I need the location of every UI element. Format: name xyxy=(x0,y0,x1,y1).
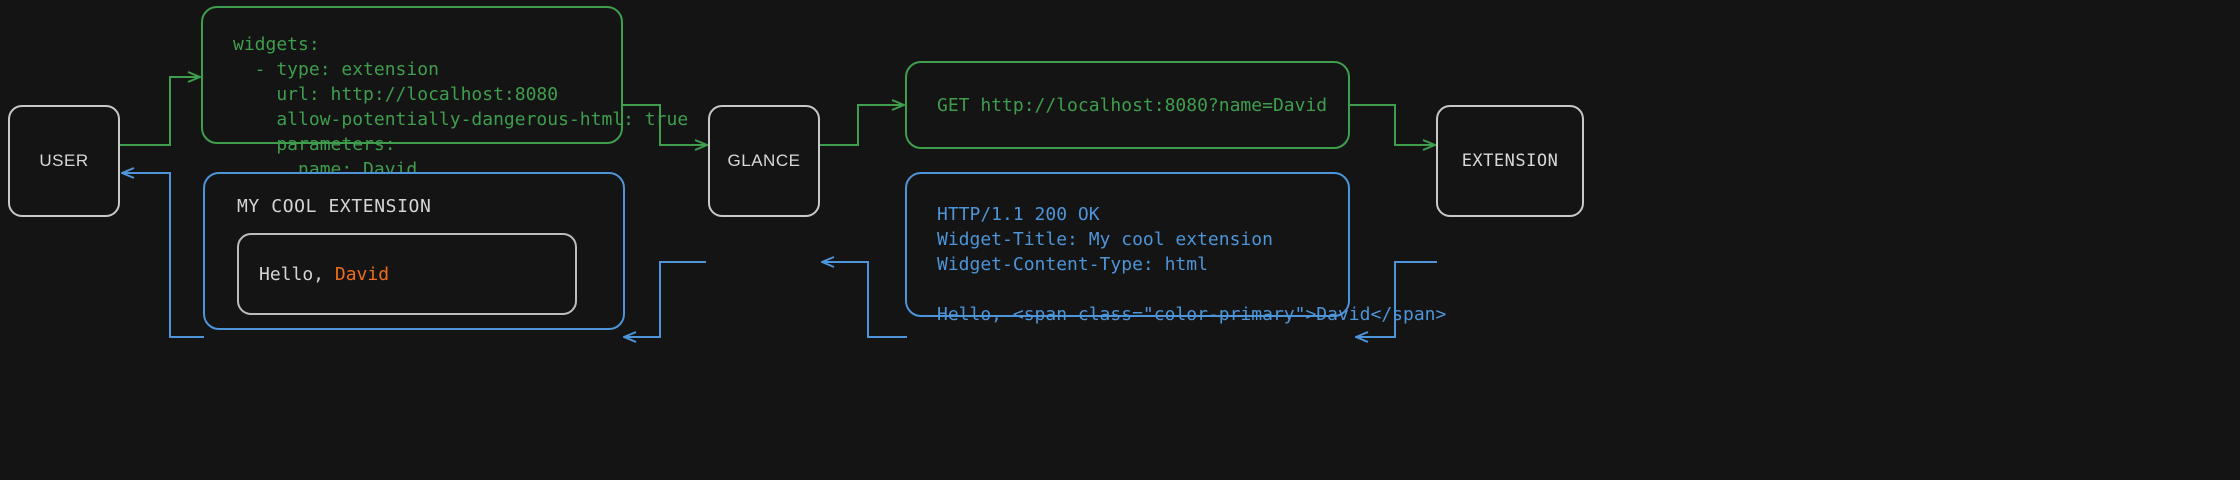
flow-glance-to-request xyxy=(820,105,903,146)
flow-user-to-config xyxy=(120,77,199,146)
flow-glance-to-widget xyxy=(625,261,706,337)
bubble-rendered-widget: MY COOL EXTENSION Hello, David xyxy=(203,172,625,330)
node-user-label: USER xyxy=(39,151,89,170)
node-extension-label: EXTENSION xyxy=(1461,151,1559,171)
node-user[interactable]: USER xyxy=(8,105,120,217)
widget-content-frame: Hello, David xyxy=(237,233,577,315)
http-request-code: GET http://localhost:8080?name=David xyxy=(937,94,1328,116)
bubble-http-response: HTTP/1.1 200 OK Widget-Title: My cool ex… xyxy=(905,172,1446,325)
node-extension[interactable]: EXTENSION xyxy=(1436,105,1584,217)
bubble-config-yaml: widgets: - type: extension url: http://l… xyxy=(201,6,688,180)
bubble-http-request: GET http://localhost:8080?name=David xyxy=(905,61,1350,149)
widget-greeting-name: David xyxy=(334,263,390,285)
node-glance-label: GLANCE xyxy=(727,151,801,170)
widget-title: MY COOL EXTENSION xyxy=(237,196,432,217)
http-response-code: HTTP/1.1 200 OK Widget-Title: My cool ex… xyxy=(937,204,1447,325)
widget-greeting-prefix: Hello, xyxy=(259,263,335,285)
node-glance[interactable]: GLANCE xyxy=(708,105,820,217)
config-yaml-code: widgets: - type: extension url: http://l… xyxy=(233,34,689,180)
flow-widget-to-user xyxy=(123,173,204,338)
flow-request-to-extension xyxy=(1350,104,1434,145)
flow-extension-to-response xyxy=(1357,261,1437,337)
flow-response-to-glance xyxy=(823,262,907,338)
